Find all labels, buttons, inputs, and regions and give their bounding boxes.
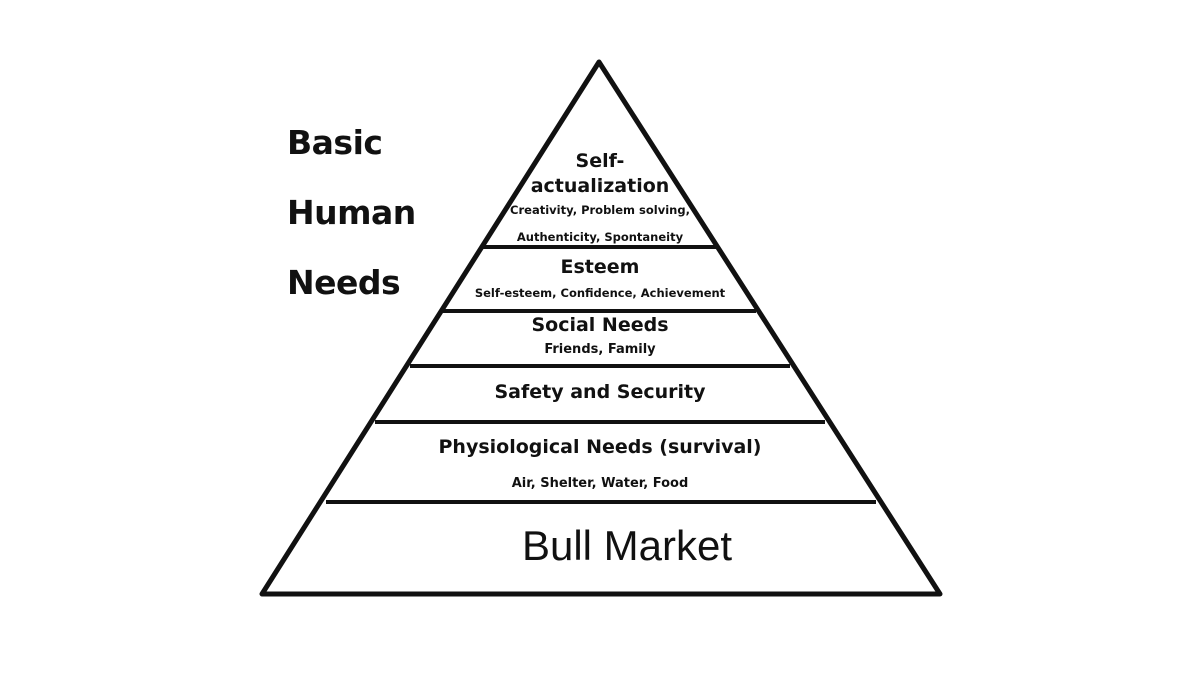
self-actualization-sub-line-1: Creativity, Problem solving, [510,203,690,217]
social-title: Social Needs [531,314,669,336]
social-sub: Friends, Family [544,342,656,357]
esteem-title: Esteem [560,256,640,278]
side-title-line-1: Basic [287,123,383,162]
safety-title: Safety and Security [494,381,706,403]
side-title-line-3: Needs [287,263,401,302]
side-title-line-2: Human [287,193,416,232]
self-actualization-sub-line-2: Authenticity, Spontaneity [516,230,684,244]
bull-market-title: Bull Market [521,522,733,569]
self-actualization-title-line-1: Self- [575,150,625,172]
esteem-sub: Self-esteem, Confidence, Achievement [474,286,726,300]
side-title: Basic Human Needs [287,108,416,318]
physiological-title: Physiological Needs (survival) [438,436,762,458]
physiological-sub: Air, Shelter, Water, Food [511,476,689,491]
pyramid-outline [259,59,943,597]
self-actualization-title-line-2: actualization [530,175,670,197]
